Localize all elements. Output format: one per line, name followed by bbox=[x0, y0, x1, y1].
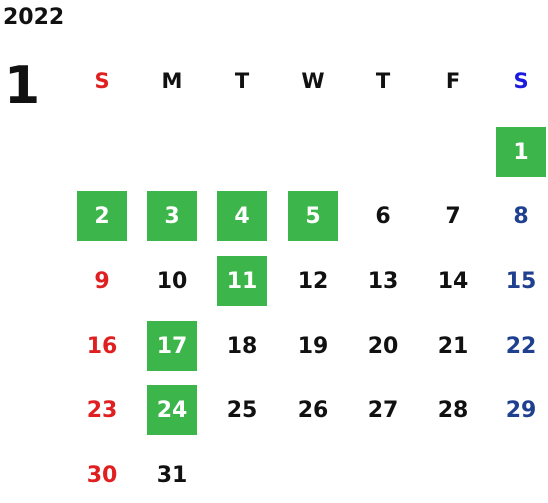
day-cell-24[interactable]: 24 bbox=[147, 385, 197, 435]
day-cell-26[interactable]: 26 bbox=[297, 397, 329, 423]
day-cell-25[interactable]: 25 bbox=[226, 397, 258, 423]
day-cell-27[interactable]: 27 bbox=[367, 397, 399, 423]
weekday-wednesday: W bbox=[301, 69, 325, 93]
day-cell-13[interactable]: 13 bbox=[367, 268, 399, 294]
day-cell-6[interactable]: 6 bbox=[375, 203, 391, 229]
day-cell-17[interactable]: 17 bbox=[147, 321, 197, 371]
day-cell-14[interactable]: 14 bbox=[437, 268, 469, 294]
day-cell-28[interactable]: 28 bbox=[437, 397, 469, 423]
day-cell-30[interactable]: 30 bbox=[86, 462, 118, 488]
day-cell-23[interactable]: 23 bbox=[86, 397, 118, 423]
day-cell-31[interactable]: 31 bbox=[156, 462, 188, 488]
day-cell-19[interactable]: 19 bbox=[297, 333, 329, 359]
day-cell-2[interactable]: 2 bbox=[77, 191, 127, 241]
weekday-monday: M bbox=[161, 69, 183, 93]
day-cell-4[interactable]: 4 bbox=[217, 191, 267, 241]
day-cell-12[interactable]: 12 bbox=[297, 268, 329, 294]
day-cell-7[interactable]: 7 bbox=[445, 203, 461, 229]
weekday-tuesday: T bbox=[234, 69, 250, 93]
day-cell-15[interactable]: 15 bbox=[505, 268, 537, 294]
day-cell-20[interactable]: 20 bbox=[367, 333, 399, 359]
weekday-friday: F bbox=[445, 69, 461, 93]
weekday-thursday: T bbox=[375, 69, 391, 93]
month-number: 1 bbox=[4, 56, 41, 116]
day-cell-11[interactable]: 11 bbox=[217, 256, 267, 306]
year-label: 2022 bbox=[3, 5, 65, 30]
day-cell-5[interactable]: 5 bbox=[288, 191, 338, 241]
weekday-saturday: S bbox=[513, 69, 529, 93]
weekday-sunday: S bbox=[94, 69, 110, 93]
day-cell-9[interactable]: 9 bbox=[94, 268, 110, 294]
day-cell-22[interactable]: 22 bbox=[505, 333, 537, 359]
day-cell-29[interactable]: 29 bbox=[505, 397, 537, 423]
day-cell-10[interactable]: 10 bbox=[156, 268, 188, 294]
day-cell-18[interactable]: 18 bbox=[226, 333, 258, 359]
day-cell-16[interactable]: 16 bbox=[86, 333, 118, 359]
day-cell-8[interactable]: 8 bbox=[513, 203, 529, 229]
day-cell-1[interactable]: 1 bbox=[496, 127, 546, 177]
day-cell-3[interactable]: 3 bbox=[147, 191, 197, 241]
day-cell-21[interactable]: 21 bbox=[437, 333, 469, 359]
